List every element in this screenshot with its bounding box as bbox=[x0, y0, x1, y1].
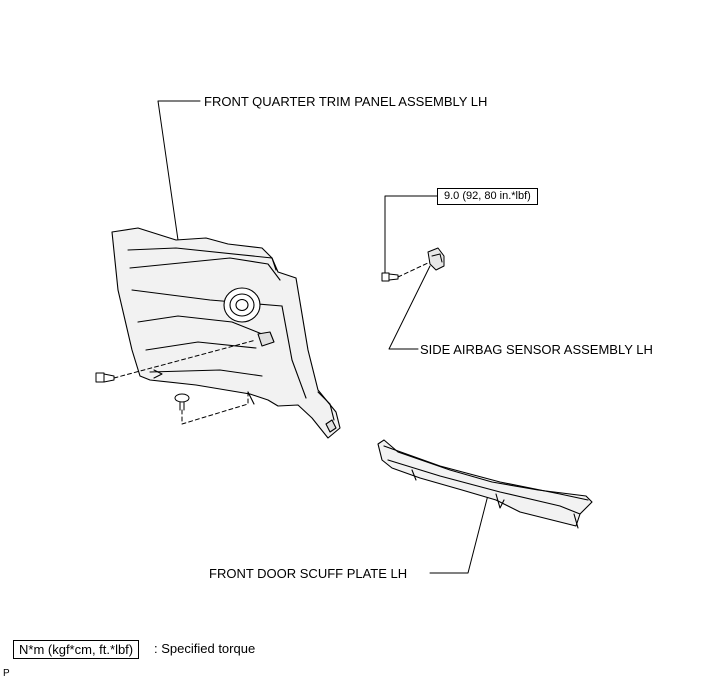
legend-unit-box: N*m (kgf*cm, ft.*lbf) bbox=[13, 640, 140, 659]
side-airbag-sensor bbox=[427, 247, 445, 271]
airbag-sensor-label: SIDE AIRBAG SENSOR ASSEMBLY LH bbox=[420, 342, 653, 357]
front-door-scuff-plate bbox=[377, 439, 593, 529]
airbag-sensor-leader bbox=[388, 265, 431, 350]
panel-clip bbox=[174, 389, 249, 425]
quarter-trim-panel-label: FRONT QUARTER TRIM PANEL ASSEMBLY LH bbox=[204, 94, 488, 109]
panel-screw bbox=[95, 339, 257, 383]
scuff-plate-label: FRONT DOOR SCUFF PLATE LH bbox=[209, 566, 408, 581]
sensor-screw bbox=[381, 261, 431, 282]
front-quarter-trim-panel bbox=[111, 227, 341, 439]
legend-description: : Specified torque bbox=[154, 641, 256, 656]
torque-value-box: 9.0 (92, 80 in.*lbf) bbox=[437, 188, 538, 205]
quarter-trim-leader bbox=[157, 100, 201, 241]
corner-code: P bbox=[3, 668, 10, 679]
scuff-plate-leader bbox=[429, 494, 489, 574]
torque-leader bbox=[384, 195, 438, 274]
